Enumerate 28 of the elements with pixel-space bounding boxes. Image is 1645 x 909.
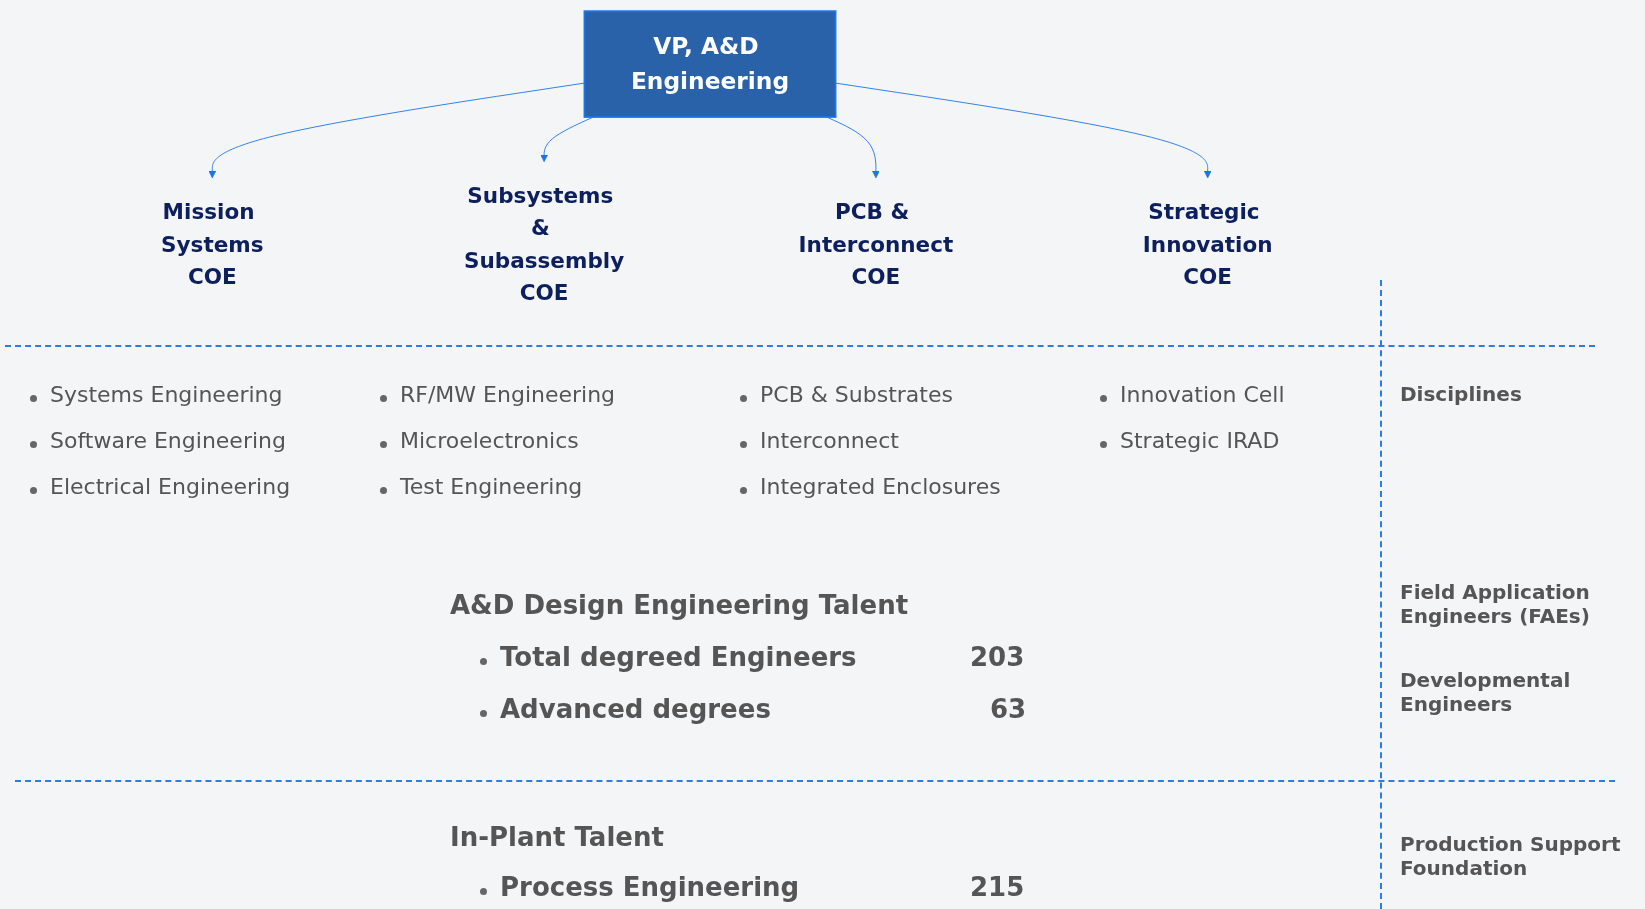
bullet-item: Microelectronics xyxy=(400,428,579,453)
bullet-item: Interconnect xyxy=(760,428,899,453)
label-text: A&D Design Engineering Talent xyxy=(450,590,909,620)
label-text: Production Support Foundation xyxy=(1400,832,1622,880)
bullet-item: Process Engineering xyxy=(500,872,800,902)
label-text: 215 xyxy=(970,872,1025,902)
node-text: Strategic Innovation COE xyxy=(1142,199,1273,290)
bullet-item: Test Engineering xyxy=(400,474,583,499)
label-text: Disciplines xyxy=(1400,382,1522,406)
bullet-item: Software Engineering xyxy=(50,428,286,453)
bullet-item: Systems Engineering xyxy=(50,382,283,407)
label-text: In-Plant Talent xyxy=(450,822,664,852)
node-text: Mission Systems COE xyxy=(161,199,264,290)
bullet-item: Strategic IRAD xyxy=(1120,428,1280,453)
label-text: Developmental Engineers xyxy=(1400,668,1572,716)
node-box: VP, A&D Engineering xyxy=(583,10,837,118)
node-text: PCB & Interconnect COE xyxy=(798,199,954,290)
bullet-item: Total degreed Engineers xyxy=(500,642,857,672)
bullet-item: Electrical Engineering xyxy=(50,474,291,499)
bullet-item: RF/MW Engineering xyxy=(400,382,616,407)
label-text: Field Application Engineers (FAEs) xyxy=(1400,580,1591,628)
bullet-item: PCB & Substrates xyxy=(760,382,953,407)
bullet-item: Integrated Enclosures xyxy=(760,474,1001,499)
bullet-item: Innovation Cell xyxy=(1120,382,1285,407)
label-text: 203 xyxy=(970,642,1025,672)
bullet-item: Advanced degrees xyxy=(500,694,771,724)
node-text: Subsystems & Subassembly COE xyxy=(464,183,625,306)
label-text: 63 xyxy=(990,694,1027,724)
